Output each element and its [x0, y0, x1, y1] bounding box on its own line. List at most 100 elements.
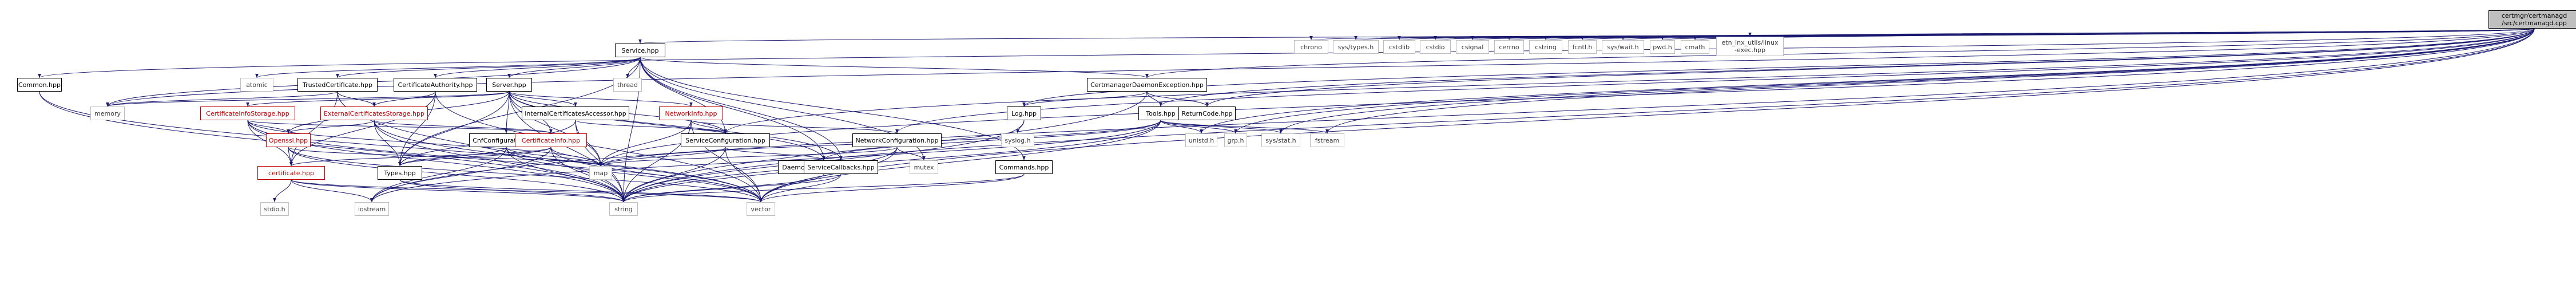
node-mutex[interactable]: mutex [910, 160, 938, 174]
node-stdioh[interactable]: stdio.h [260, 202, 289, 216]
node-label: Openssl.hpp [268, 136, 308, 144]
node-label: Commands.hpp [999, 163, 1049, 171]
edge-root-to-etnexec [1749, 28, 2535, 37]
node-cstdlib[interactable]: cstdlib [1383, 40, 1415, 54]
node-label: memory [94, 109, 121, 117]
edge-certinfo-to-map [550, 147, 602, 167]
node-label: string [614, 205, 633, 213]
edge-openssl-to-map [288, 147, 602, 167]
edge-daemonexc-to-returncode [1146, 91, 1209, 107]
node-iostream[interactable]: iostream [355, 202, 389, 216]
node-typeshpp[interactable]: Types.hpp [378, 166, 422, 180]
node-servicecallbacks[interactable]: ServiceCallbacks.hpp [804, 160, 878, 174]
node-chrono[interactable]: chrono [1294, 40, 1328, 54]
node-extcertstorage[interactable]: ExternalCertificatesStorage.hpp [320, 106, 428, 120]
node-certinfo[interactable]: CertificateInfo.hpp [515, 133, 587, 147]
edge-extcertstorage-to-string [374, 120, 625, 203]
node-systypes[interactable]: sys/types.h [1333, 40, 1379, 54]
node-commands[interactable]: Commands.hpp [995, 160, 1053, 174]
node-string[interactable]: string [609, 202, 638, 216]
edge-root-to-sysstat [1279, 28, 2535, 134]
node-cerrno[interactable]: cerrno [1494, 40, 1524, 54]
node-netconfig[interactable]: NetworkConfiguration.hpp [852, 133, 942, 147]
edge-certauth-to-typeshpp [398, 91, 436, 167]
node-label: fstream [1315, 136, 1340, 144]
node-thread[interactable]: thread [613, 78, 642, 92]
node-returncode[interactable]: ReturnCode.hpp [1178, 106, 1236, 120]
node-atomic[interactable]: atomic [240, 78, 273, 92]
node-syswait[interactable]: sys/wait.h [1602, 40, 1644, 54]
node-label: certificate.hpp [268, 169, 314, 177]
node-fstream[interactable]: fstream [1310, 133, 1344, 147]
edge-serviceconfig-to-string [622, 147, 726, 203]
node-label: Server.hpp [492, 81, 526, 89]
edge-server-to-daemonconfig [509, 91, 825, 161]
edge-root-to-iostream [370, 28, 2535, 203]
edge-certinfo-to-iostream [370, 147, 551, 203]
node-sysstat[interactable]: sys/stat.h [1261, 133, 1300, 147]
edge-typeshpp-to-vector [399, 179, 763, 203]
node-loghpp[interactable]: Log.hpp [1007, 106, 1041, 120]
node-label: unistd.h [1188, 136, 1214, 144]
edge-server-to-typeshpp [398, 91, 510, 167]
edge-server-to-certinfostorage [246, 91, 510, 107]
node-tools[interactable]: Tools.hpp [1138, 106, 1183, 120]
node-label: InternalCertificatesAccessor.hpp [525, 109, 626, 117]
node-label: certmgr/certmanagd /src/certmanagd.cpp [2501, 12, 2567, 27]
node-memory[interactable]: memory [90, 106, 125, 120]
edge-netconfig-to-string [622, 147, 898, 203]
edge-internalcert-to-serviceconfig [575, 120, 727, 134]
node-csignal[interactable]: csignal [1456, 40, 1489, 54]
edge-server-to-cnfconfig [505, 91, 510, 134]
node-pwd[interactable]: pwd.h [1650, 40, 1675, 54]
node-unistd[interactable]: unistd.h [1185, 133, 1217, 147]
node-service[interactable]: Service.hpp [615, 44, 665, 57]
node-label: cerrno [1499, 43, 1519, 51]
node-label: chrono [1300, 43, 1322, 51]
node-certauth[interactable]: CertificateAuthority.hpp [394, 78, 477, 92]
node-label: vector [751, 205, 771, 213]
edge-root-to-common [38, 28, 2535, 78]
node-openssl[interactable]: Openssl.hpp [266, 133, 311, 147]
edge-networkinfo-to-map [599, 120, 692, 167]
node-networkinfo[interactable]: NetworkInfo.hpp [659, 106, 723, 120]
node-label: sys/stat.h [1265, 136, 1296, 144]
edge-service-to-atomic [255, 57, 641, 78]
node-internalcert[interactable]: InternalCertificatesAccessor.hpp [522, 106, 629, 120]
node-vector[interactable]: vector [747, 202, 775, 216]
node-cstring[interactable]: cstring [1529, 40, 1562, 54]
node-label: Service.hpp [621, 46, 659, 54]
node-label: fcntl.h [1572, 43, 1593, 51]
node-fcntl[interactable]: fcntl.h [1568, 40, 1597, 54]
node-cmath[interactable]: cmath [1681, 40, 1709, 54]
edge-commands-to-vector [759, 173, 1025, 203]
node-etnexec[interactable]: etn_lnx_utils/linux -exec.hpp [1716, 37, 1784, 56]
node-label: syslog.h [1005, 136, 1031, 144]
node-label: cstring [1535, 43, 1557, 51]
edge-internalcert-to-map [575, 120, 602, 167]
node-common[interactable]: Common.hpp [17, 78, 62, 92]
node-map[interactable]: map [589, 166, 612, 180]
node-cstdio[interactable]: cstdio [1420, 40, 1451, 54]
edge-service-to-servicecallbacks [640, 57, 843, 161]
node-label: pwd.h [1653, 43, 1672, 51]
node-server[interactable]: Server.hpp [486, 78, 532, 92]
node-grp[interactable]: grp.h [1224, 133, 1247, 147]
node-trusted[interactable]: TrustedCertificate.hpp [297, 78, 378, 92]
node-daemonexc[interactable]: CertmanagerDaemonException.hpp [1087, 78, 1207, 92]
edge-certinfo-to-typeshpp [398, 147, 551, 167]
node-label: Tools.hpp [1146, 109, 1176, 117]
node-root[interactable]: certmgr/certmanagd /src/certmanagd.cpp [2488, 10, 2576, 29]
edge-server-to-servicecallbacks [509, 91, 843, 161]
node-label: TrustedCertificate.hpp [303, 81, 372, 89]
node-syslog[interactable]: syslog.h [1001, 133, 1034, 147]
node-serviceconfig[interactable]: ServiceConfiguration.hpp [681, 133, 770, 147]
node-label: cstdlib [1388, 43, 1410, 51]
node-certinfostorage[interactable]: CertificateInfoStorage.hpp [200, 106, 295, 120]
edge-tools-to-sysstat [1160, 120, 1283, 134]
node-certificate[interactable]: certificate.hpp [257, 166, 325, 180]
node-label: sys/wait.h [1607, 43, 1639, 51]
edge-service-to-daemonconfig [640, 57, 825, 161]
